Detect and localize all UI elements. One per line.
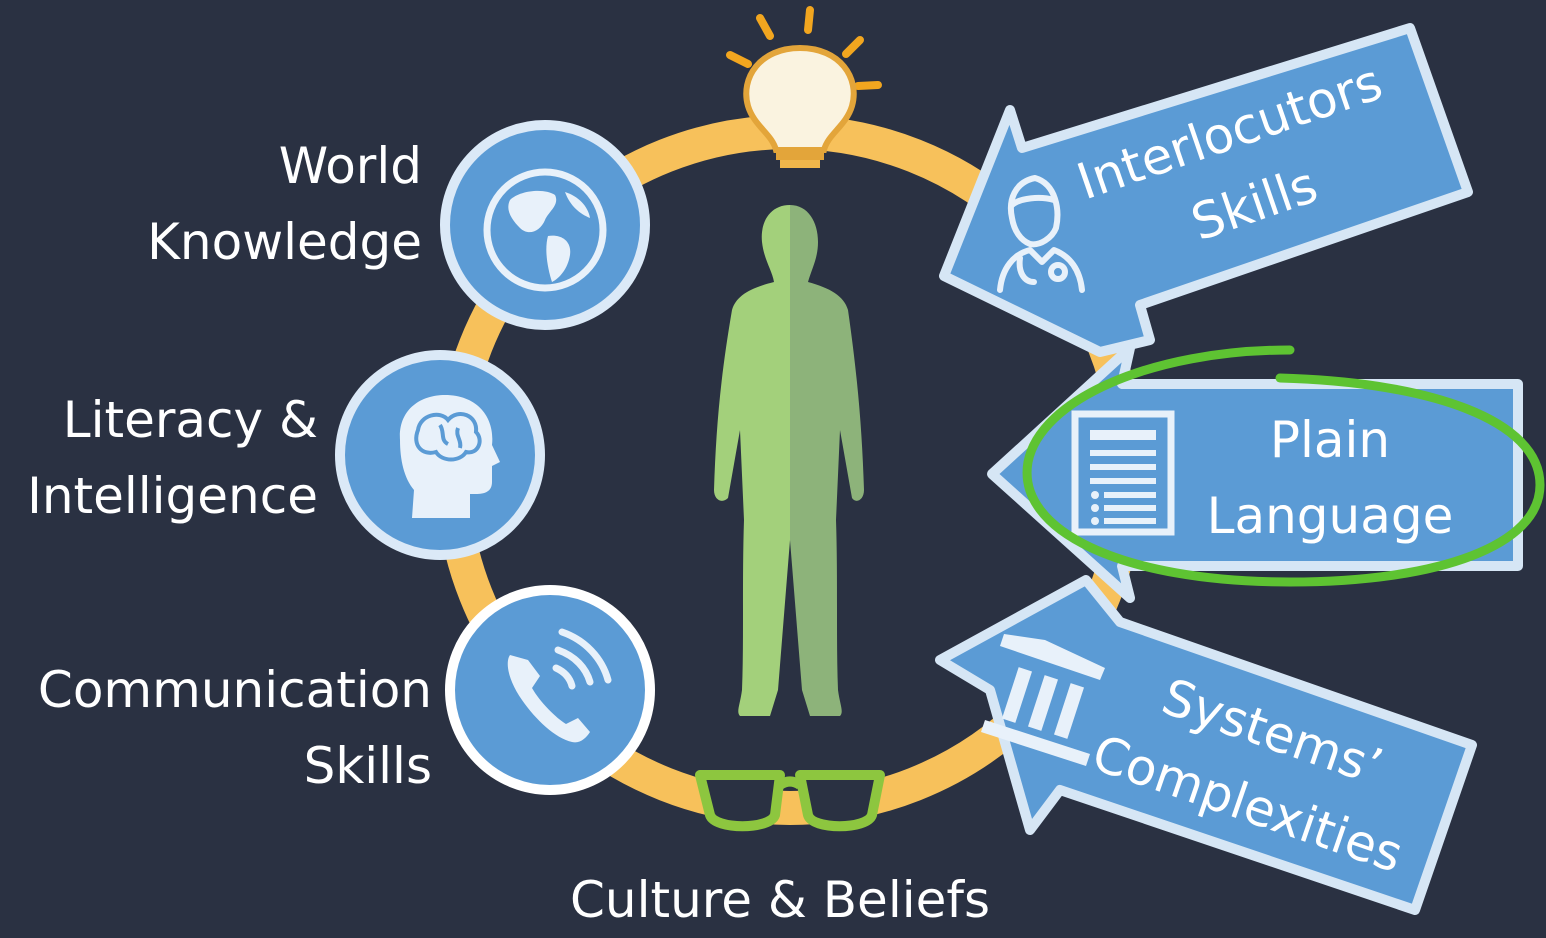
communication-line2: Skills (303, 737, 432, 795)
literacy-circle (335, 350, 545, 560)
world-knowledge-line1: World (278, 137, 422, 195)
culture-beliefs-text: Culture & Beliefs (569, 871, 991, 929)
world-knowledge-circle (440, 120, 650, 330)
plain-language-label: Plain Language (1190, 402, 1470, 554)
doctor-icon (997, 175, 1085, 293)
institution-icon (981, 634, 1105, 766)
glasses-icon (695, 770, 885, 832)
plain-language-line1: Plain (1269, 411, 1391, 469)
interlocutors-arrow (939, 23, 1473, 357)
literacy-line2: Intelligence (27, 467, 318, 525)
literacy-line1: Literacy & (62, 391, 318, 449)
communication-line1: Communication (37, 661, 432, 719)
literacy-label: Literacy & Intelligence (0, 382, 318, 534)
brain-head-icon (399, 395, 500, 518)
lightbulb-icon (726, 6, 882, 168)
globe-icon (483, 168, 607, 292)
document-icon (1071, 410, 1175, 536)
human-figure (714, 205, 864, 716)
communication-circle (445, 585, 655, 795)
communication-label: Communication Skills (0, 652, 432, 804)
highlight-marker (1022, 345, 1545, 587)
world-knowledge-label: World Knowledge (100, 128, 422, 280)
systems-arrow (935, 575, 1477, 915)
world-knowledge-line2: Knowledge (147, 213, 422, 271)
phone-icon (507, 628, 612, 743)
plain-language-line2: Language (1206, 487, 1454, 545)
culture-beliefs-label: Culture & Beliefs (540, 862, 1020, 938)
